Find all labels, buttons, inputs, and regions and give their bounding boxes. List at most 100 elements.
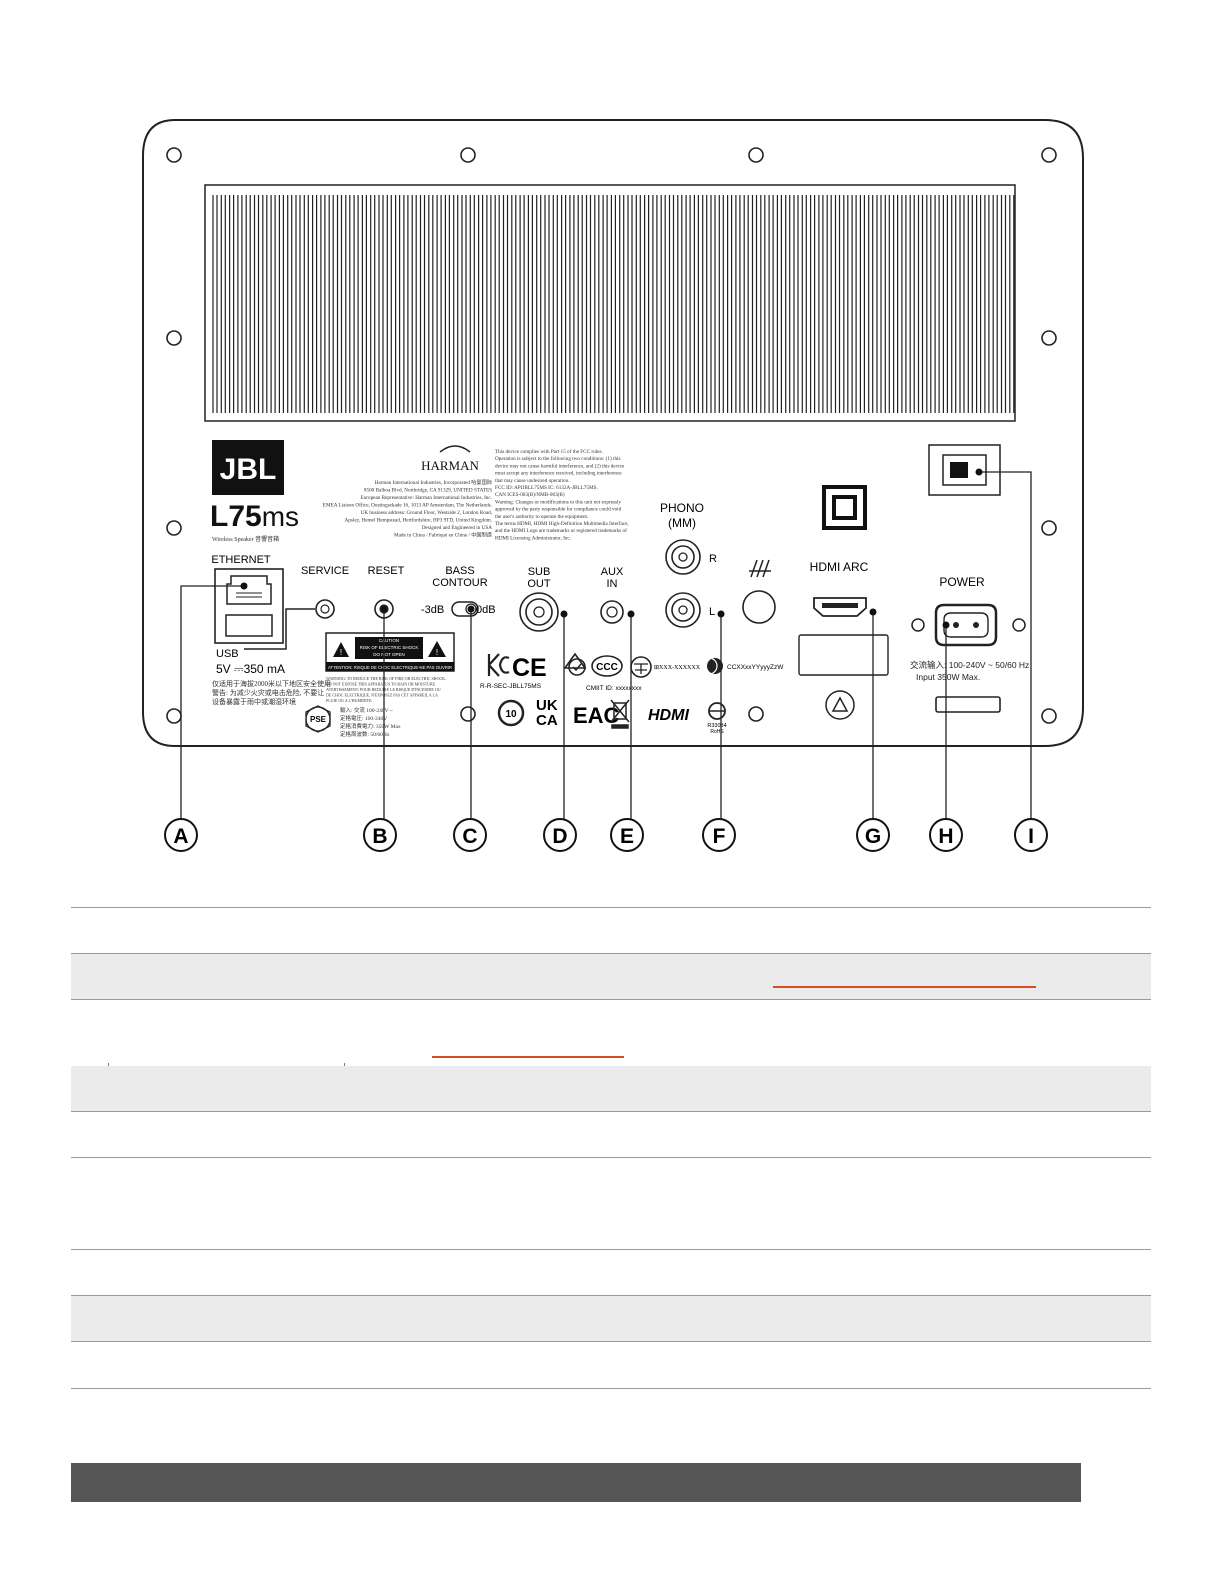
hdmi-arc-port (813, 597, 867, 617)
manufacturer-text-line: Harman International Industries, Incorpo… (375, 478, 492, 486)
svg-text:RISK OF ELECTRIC SHOCK: RISK OF ELECTRIC SHOCK (360, 645, 419, 650)
table-tick (108, 1063, 109, 1067)
fcc-text-line: must accept any interference received, i… (495, 470, 622, 477)
svg-text:H: H (938, 825, 953, 848)
warning-text-line: DO NOT EXPOSE THIS APPARATUS TO RAIN OR … (326, 682, 436, 687)
power-inlet (911, 603, 1026, 647)
jbl-logo: JBL (212, 440, 284, 495)
reset-label: RESET (368, 565, 405, 577)
pse-text-line: 輸入: 交流 100-240V ~ (340, 706, 393, 714)
fcc-text-line: the user's authority to operate the equi… (495, 514, 588, 520)
pse-text-line: 定格周波数: 50/60Hz (340, 730, 390, 738)
manufacturer-text-line: Designed and Engineered in USA (422, 525, 493, 531)
ethernet-label: ETHERNET (211, 554, 271, 566)
footer-bar (71, 1463, 1081, 1502)
svg-text:ATTENTION: RISQUE DE CHOC ELEC: ATTENTION: RISQUE DE CHOC ELECTRIQUE-NE … (328, 665, 452, 670)
rear-panel-diagram: JBL L75ms Wireless Speaker 音響音箱 HARMAN H… (142, 119, 1084, 852)
chinese-text-line: 仅适用于海拔2000米以下地区安全使用 (212, 679, 331, 688)
weee-bin-icon (610, 699, 630, 729)
phono-r-jack (665, 539, 701, 575)
pse-text-line: 定格電圧: 100-240V (340, 714, 387, 722)
table-rule (71, 999, 1151, 1000)
cmiit-id: CMIIT ID: xxxxxxxx (586, 685, 642, 692)
warning-text-line: DE CHOC ELECTRIQUE, N'EXPOSEZ PAS CET AP… (326, 693, 438, 699)
table-row-shaded (71, 954, 1151, 999)
service-line (244, 608, 315, 650)
sub-out-label-1: SUB (528, 566, 551, 578)
svg-text:HARMAN: HARMAN (421, 458, 479, 473)
bass-label: BASS (445, 565, 474, 577)
svg-text:G: G (865, 825, 881, 848)
svg-text:DO NOT OPEN: DO NOT OPEN (373, 652, 404, 657)
manufacturer-text-line: European Representative: Harman Internat… (360, 495, 492, 501)
manufacturer-text-line: Made in China / Fabriqué en Chine / 中国制造 (394, 531, 493, 539)
fcc-text-line: This device complies with Part 15 of the… (495, 448, 603, 455)
model-name: L75ms (210, 500, 299, 533)
ukca-mark: UK CA (536, 697, 558, 729)
phono-l-label: L (709, 606, 715, 618)
usb-power-label: 5V ⎓350 mA (216, 662, 285, 676)
efup-10-icon: 10 (497, 699, 525, 727)
pse-icon: PSE (305, 705, 331, 733)
chinese-text-line: 警告: 为减少火灾或电击危险, 不要让 (212, 688, 324, 697)
kc-mark-icon (487, 653, 510, 677)
ncc-mark-icon (700, 657, 723, 675)
fcc-text-line: FCC ID: APIJBLL75MS IC: 6132A-JBLL75MS. (495, 485, 598, 491)
svg-text:CAUTION: CAUTION (379, 638, 399, 643)
fcc-text-line: Warning: Changes or modifications to thi… (495, 498, 621, 505)
svg-text:A: A (173, 825, 188, 848)
fcc-text: This device complies with Part 15 of the… (495, 448, 629, 541)
table-rule (71, 1249, 1151, 1250)
svg-text:RoHS: RoHS (710, 729, 724, 735)
svg-text:PSE: PSE (310, 715, 327, 724)
fcc-text-line: HDMI Licensing Administrator, Inc. (495, 535, 571, 541)
table-rule (71, 953, 1151, 954)
service-label: SERVICE (301, 565, 349, 577)
manufacturer-text: Harman International Industries, Incorpo… (323, 478, 493, 539)
svg-text:R33034: R33034 (707, 723, 726, 729)
fcc-text-line: that may cause undesired operation. (495, 478, 569, 484)
svg-text:F: F (713, 825, 726, 848)
rcm-id: R-R-SEC-JBLL75MS (480, 683, 542, 690)
contour-label: CONTOUR (432, 577, 487, 589)
fcc-text-line: device may not cause harmful interferenc… (495, 462, 625, 469)
phono-label: PHONO (660, 501, 704, 515)
caution-label: ! CAUTION RISK OF ELECTRIC SHOCK DO NOT … (325, 632, 455, 672)
fcc-text-line: The terms HDMI, HDMI High-Definition Mul… (495, 520, 629, 527)
aux-in-label-2: IN (607, 578, 618, 590)
double-insulation-icon (822, 485, 867, 530)
telec-id: ⊞XXX-XXXXXX (654, 665, 701, 671)
svg-text:CA: CA (536, 712, 558, 729)
ccc-mark-icon: CCC (591, 655, 623, 677)
table-tick (344, 1063, 345, 1067)
harman-logo: HARMAN (421, 445, 479, 473)
warning-text-line: WARNING: TO REDUCE THE RISK OF FIRE OR E… (326, 676, 446, 682)
pse-text-line: 定格消費電力: 350W Max (340, 722, 401, 730)
link-underline[interactable] (773, 986, 1036, 988)
hdmi-arc-label: HDMI ARC (810, 560, 869, 574)
fcc-text-line: and the HDMI Logo are trademarks or regi… (495, 527, 627, 534)
warning-text-line: PLUIE OU A L'HUMIDITE. (326, 698, 373, 703)
service-port (315, 599, 335, 619)
aux-in-label-1: AUX (601, 566, 624, 578)
power-label: POWER (939, 575, 985, 589)
svg-text:10: 10 (505, 709, 517, 720)
svg-text:CCC: CCC (596, 662, 618, 673)
fcc-text-line: Operation is subject to the following tw… (495, 455, 621, 462)
power-label-plate (935, 696, 1001, 713)
sub-out-label-2: OUT (527, 578, 551, 590)
ncc-id: CCXXxxYYyyyZzW (727, 664, 784, 671)
hdmi-logo: HDMI (648, 707, 689, 724)
link-underline[interactable] (432, 1056, 624, 1058)
callout-f: F (702, 818, 736, 852)
bass-minus-label: -3dB (421, 604, 444, 616)
manufacturer-text-line: UK business address: Ground Floor, Wests… (361, 510, 492, 516)
callout-i: I (1014, 818, 1048, 852)
manufacturer-text-line: Apsley, Hemel Hempstead, Hertfordshire, … (345, 517, 492, 524)
callout-e: E (610, 818, 644, 852)
callout-c: C (453, 818, 487, 852)
fcc-text-line: CAN ICES-003(B)/NMB-003(B) (495, 491, 565, 498)
table-rule (71, 1388, 1151, 1389)
